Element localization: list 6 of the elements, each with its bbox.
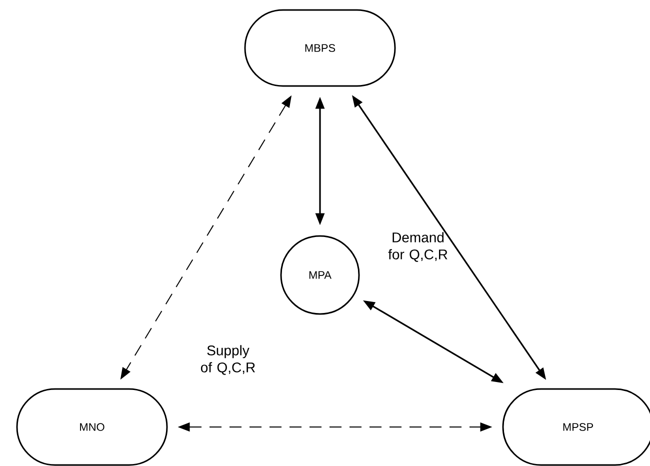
rounded-box: MBPS [244,9,396,87]
annotation-text: Demand for Q,C,R [388,232,448,262]
rounded-box: MNO [16,388,168,466]
annotation-text: Supply of Q,C,R [200,345,255,375]
circle-node: MPA [280,235,360,315]
rounded-box: MPSP [502,388,650,466]
